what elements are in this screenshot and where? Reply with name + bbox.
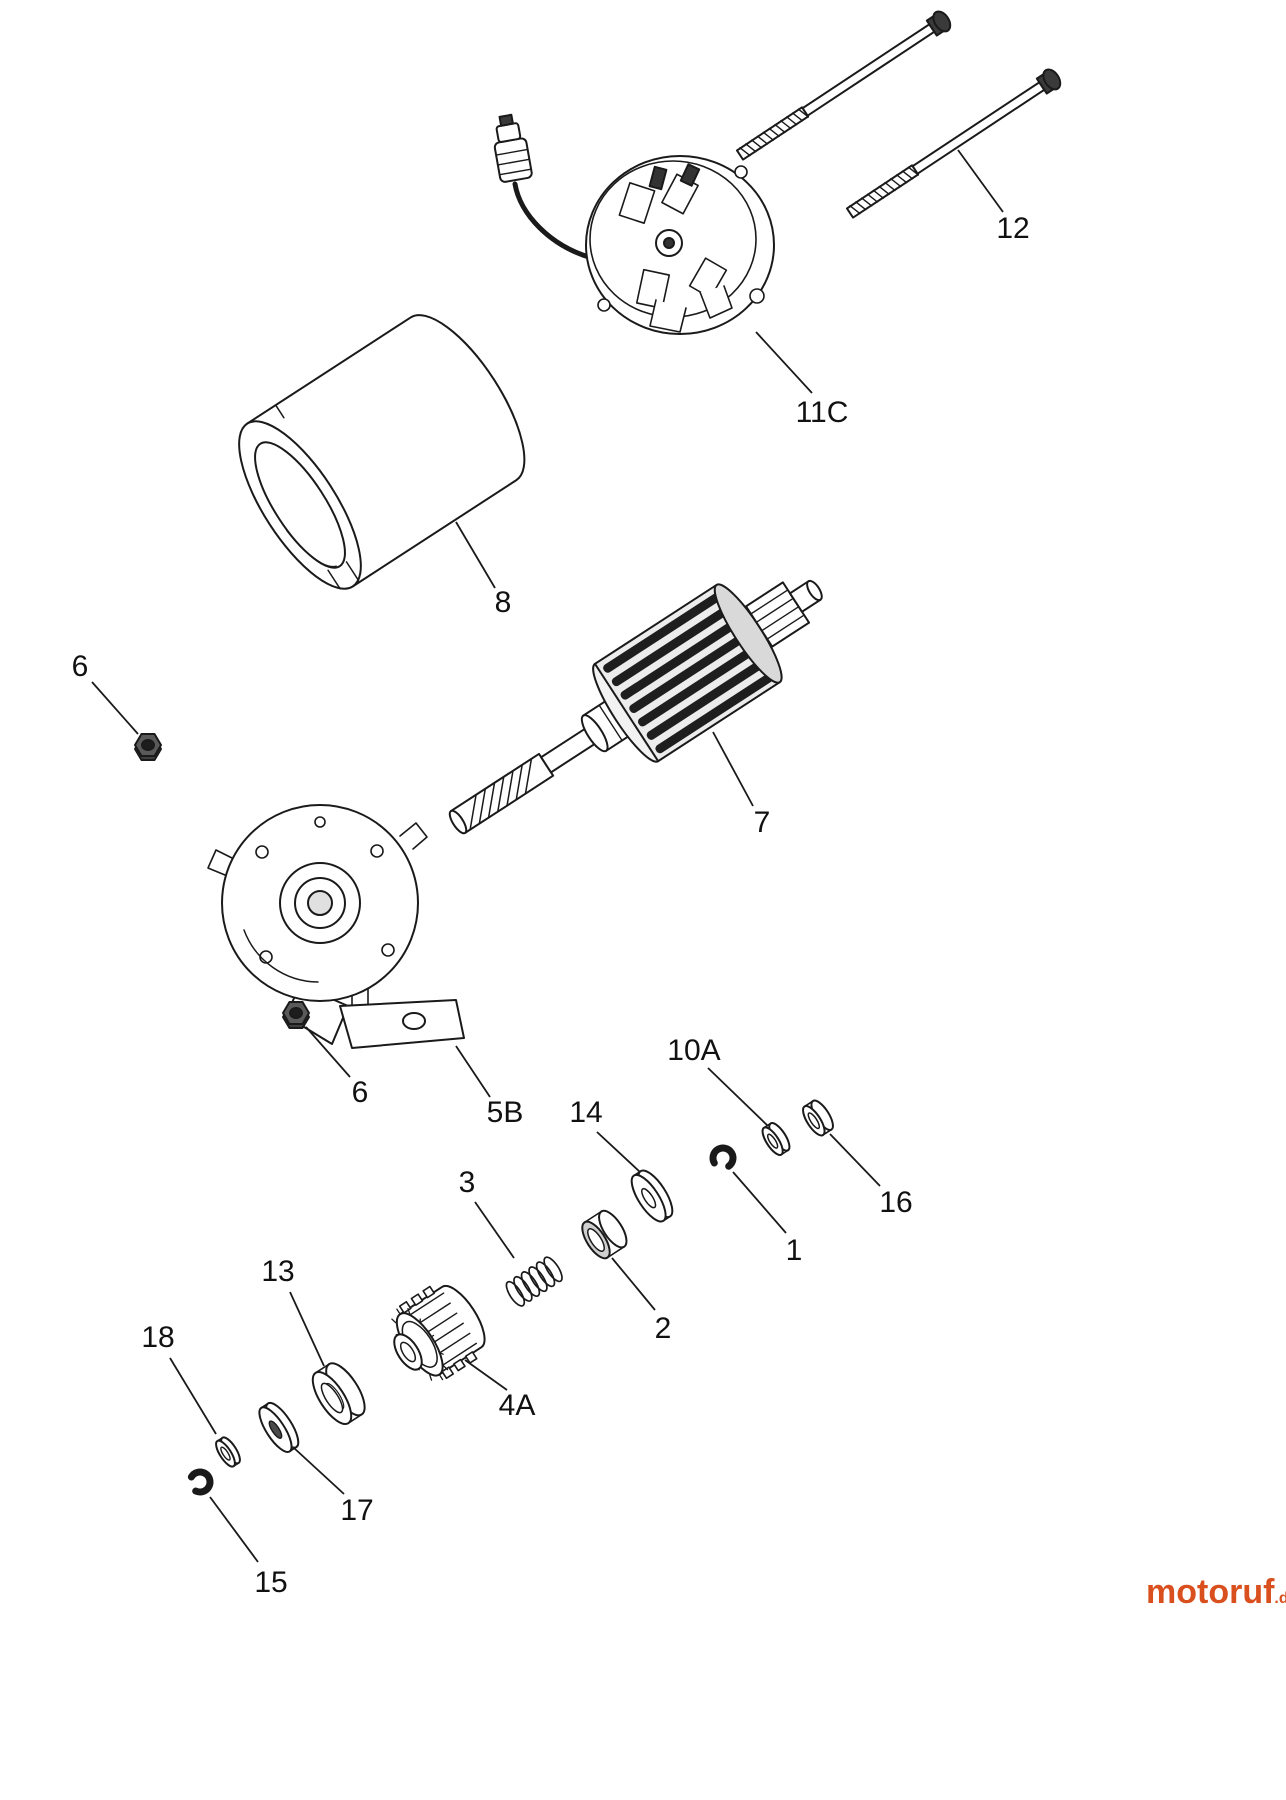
part-label-8: 8: [495, 586, 512, 619]
part-label-16: 16: [879, 1186, 912, 1219]
part-label-1: 1: [786, 1234, 803, 1267]
through-bolt-lower: [842, 65, 1065, 224]
part-label-6-upper: 6: [72, 650, 89, 683]
leader-2: [611, 1257, 656, 1311]
leader-18: [169, 1357, 217, 1435]
part-label-11c: 11C: [796, 396, 849, 429]
leader-3: [474, 1201, 515, 1259]
part-label-14: 14: [569, 1096, 602, 1129]
spring-3: [505, 1256, 563, 1307]
leader-7: [712, 731, 754, 807]
washer-16: [802, 1099, 834, 1137]
hex-nut-6-lower: [282, 1001, 310, 1029]
leader-6-upper: [91, 681, 139, 735]
part-label-17: 17: [340, 1494, 373, 1527]
bushing-2: [581, 1209, 628, 1260]
leader-6-lower: [305, 1026, 351, 1078]
wire-connector: [493, 113, 533, 183]
part-label-10a: 10A: [667, 1034, 720, 1067]
leader-5b: [455, 1045, 491, 1098]
part-label-12: 12: [996, 212, 1029, 245]
leader-16: [829, 1133, 881, 1187]
part-label-4a: 4A: [499, 1389, 536, 1422]
part-label-5b: 5B: [487, 1096, 524, 1129]
watermark-brand: motoruf: [1146, 1573, 1275, 1611]
washer-18: [215, 1436, 241, 1468]
lead-wire: [512, 181, 595, 261]
armature-7: [448, 579, 823, 835]
roller-13: [311, 1362, 366, 1425]
part-label-6-lower: 6: [352, 1076, 369, 1109]
watermark-suffix: .de: [1274, 1590, 1286, 1607]
leader-17: [293, 1447, 345, 1495]
leader-12: [957, 149, 1004, 213]
washer-14: [630, 1169, 674, 1223]
through-bolt-upper: [732, 7, 955, 166]
hex-nut-6-upper: [134, 733, 162, 761]
motor-housing-8: [238, 314, 526, 590]
leader-14: [596, 1131, 641, 1173]
part-labels: 12 11C 8 6 7 5B 6 10A 14 3 16 1 13 2 4A …: [72, 212, 1030, 1599]
leader-10a: [707, 1067, 769, 1127]
washer-10a: [761, 1122, 791, 1156]
pinion-gear-4a: [391, 1285, 486, 1381]
part-label-15: 15: [254, 1566, 287, 1599]
leader-8: [455, 521, 496, 589]
leader-15: [209, 1496, 259, 1563]
part-label-7: 7: [754, 806, 771, 839]
retaining-ring-15: [186, 1468, 213, 1495]
part-label-18: 18: [141, 1321, 174, 1354]
leader-1: [732, 1171, 787, 1234]
part-label-2: 2: [655, 1312, 672, 1345]
part-label-3: 3: [459, 1166, 476, 1199]
drive-end-plate-5b: [207, 804, 465, 1049]
leader-13: [289, 1291, 325, 1367]
watermark-logo: motoruf.de: [1146, 1573, 1286, 1611]
part-label-13: 13: [261, 1255, 294, 1288]
leader-4a: [464, 1359, 508, 1391]
washer-17: [258, 1401, 300, 1453]
leader-11c: [755, 331, 813, 394]
brush-end-cap-11c: [493, 113, 775, 335]
leader-lines: [91, 149, 1004, 1563]
retaining-ring-1: [709, 1144, 736, 1171]
